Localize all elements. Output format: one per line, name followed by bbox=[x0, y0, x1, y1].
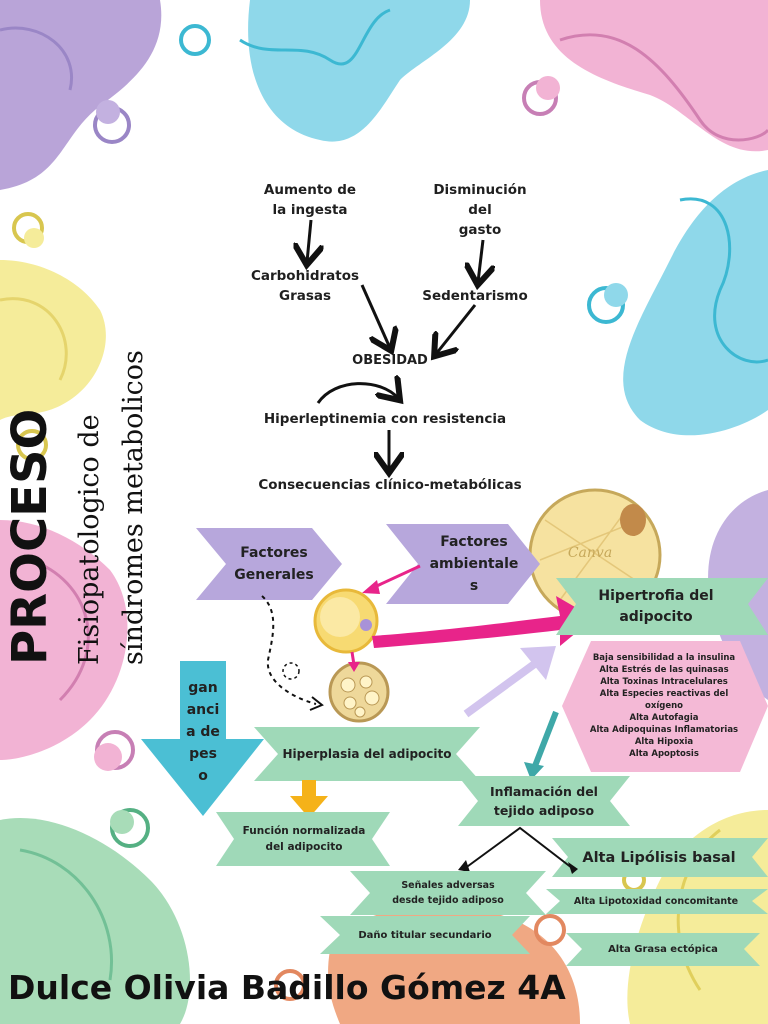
teal-arrow-hexagon-inflamacion bbox=[532, 710, 559, 768]
inflamacion-banner bbox=[458, 776, 630, 826]
senales-banner bbox=[350, 871, 546, 915]
lipolisis-banner bbox=[552, 838, 768, 877]
adipocyte-small-1 bbox=[313, 588, 379, 654]
hiperplasia-banner bbox=[254, 727, 480, 781]
canva-watermark: Canva bbox=[567, 545, 613, 561]
hiperleptinemia-label: Hiperleptinemia con resistencia bbox=[263, 411, 507, 427]
dashed-arrow-generales-adipocyte bbox=[261, 595, 317, 705]
gold-arrow bbox=[290, 780, 328, 818]
pink-blob-top-right bbox=[540, 0, 768, 152]
lipolisis-label: Alta Lipólisis basal bbox=[582, 849, 736, 866]
arrow-curve-hiperleptinemia bbox=[316, 384, 398, 403]
blue-blob-right bbox=[623, 170, 768, 436]
grasa-label: Alta Grasa ectópica bbox=[608, 944, 718, 955]
consecuencias-label: Consecuencias clínico-metabólicas bbox=[258, 477, 522, 493]
lavender-arrow bbox=[463, 646, 556, 718]
dano-label: Daño titular secundario bbox=[358, 929, 492, 941]
author-name: Dulce Olivia Badillo Gómez 4A bbox=[8, 968, 566, 1007]
hiperplasia-label: Hiperplasia del adipocito bbox=[282, 747, 452, 761]
hipertrofia-banner bbox=[556, 578, 768, 635]
obesidad-label: OBESIDAD bbox=[352, 353, 428, 368]
factores-generales-chevron bbox=[196, 528, 342, 600]
dano-banner bbox=[320, 916, 530, 954]
factores-ambientales-chevron bbox=[386, 524, 540, 604]
lipotoxidad-banner bbox=[546, 889, 768, 914]
funcion-banner bbox=[216, 812, 390, 866]
hexagon-consequences-list: Baja sensibilidad a la insulina Alta Est… bbox=[589, 653, 739, 759]
green-blob-bottom-left bbox=[0, 818, 190, 1024]
pink-blob-left bbox=[0, 520, 128, 760]
split-arrow bbox=[463, 826, 573, 870]
lipotoxidad-label: Alta Lipotoxidad concomitante bbox=[573, 896, 739, 907]
grasa-banner bbox=[566, 933, 760, 966]
big-magenta-arrow bbox=[372, 596, 594, 648]
arrow-carbohidratos-obesidad bbox=[360, 284, 390, 348]
adipocyte-small-2 bbox=[328, 661, 390, 723]
arrow-aumento-carbohidratos bbox=[307, 219, 311, 262]
arrow-sedentarismo-obesidad bbox=[436, 304, 477, 354]
purple-blob-top-left bbox=[0, 0, 162, 190]
arrow-gasto-sedentarismo bbox=[478, 239, 483, 282]
ganancia-peso-arrow bbox=[141, 661, 264, 816]
hexagon-consequences bbox=[562, 641, 768, 772]
sedentarismo-label: Sedentarismo bbox=[422, 288, 528, 304]
blue-blob-top bbox=[248, 0, 470, 142]
